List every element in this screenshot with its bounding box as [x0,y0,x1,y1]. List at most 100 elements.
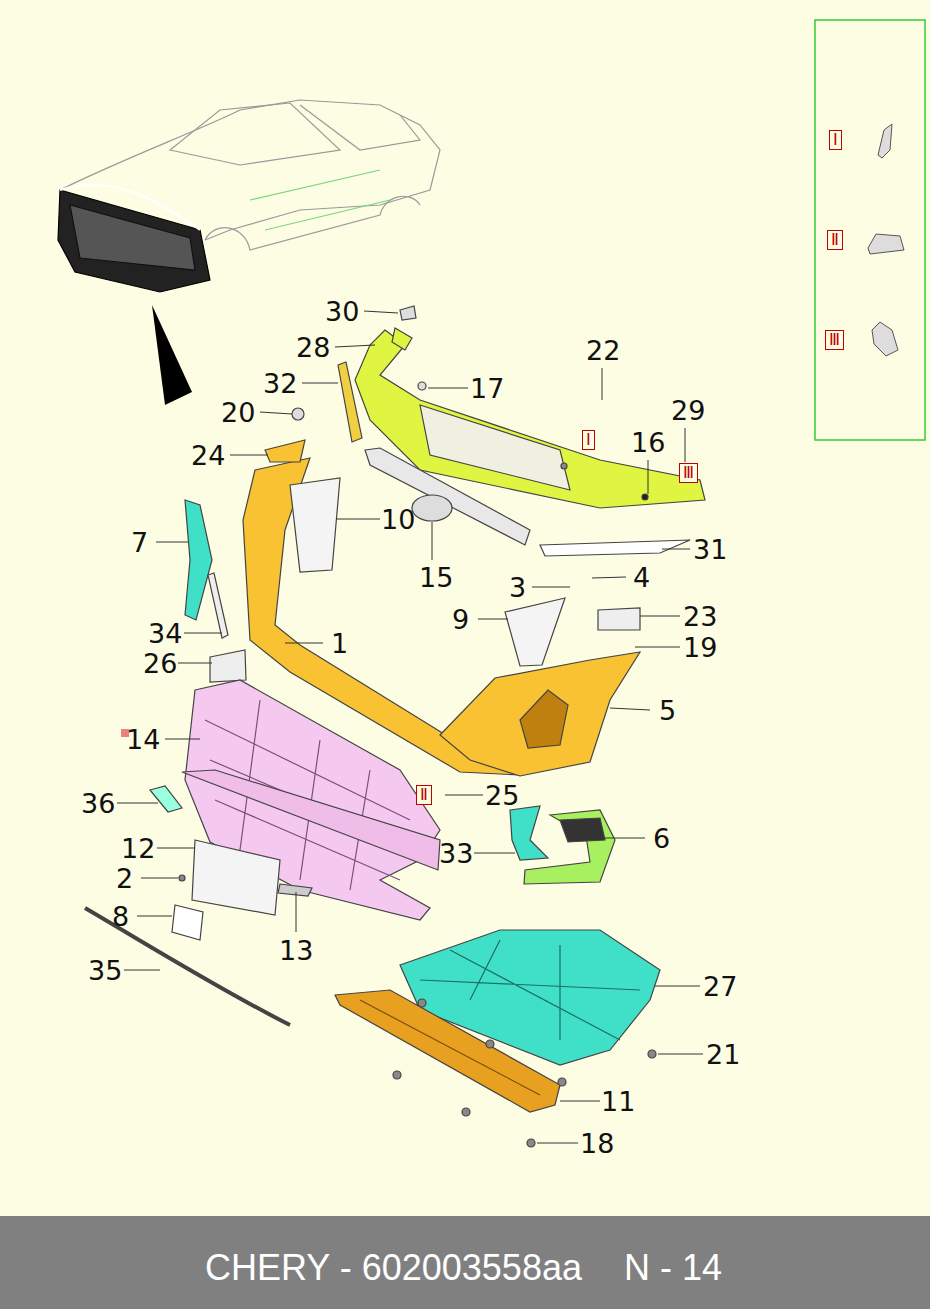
callout-number: 7 [131,529,148,556]
drawing-stroke [205,196,420,250]
drawing-stroke [561,463,567,469]
callout-number: 20 [221,399,255,426]
legend-panel [815,20,925,440]
drawing-stroke [292,408,304,420]
drawing-stroke [418,382,426,390]
drawing-stroke [510,806,548,860]
roman-tag-box: Ⅰ [582,430,595,450]
callout-number: 11 [601,1088,635,1115]
drawing-stroke [338,362,362,442]
drawing-stroke [392,328,412,350]
callout-number: 32 [263,370,297,397]
drawing-stroke [598,608,640,630]
drawing-stroke [250,170,380,200]
drawing-stroke [210,650,246,682]
callout-number: 24 [191,442,225,469]
footer-text: CHERY - 602003558aa [205,1250,582,1286]
roman-tag-box: Ⅱ [827,230,843,250]
drawing-stroke [300,105,420,150]
roman-numeral: Ⅲ [683,463,694,482]
drawing-stroke [335,990,560,1112]
drawing-stroke [208,573,228,638]
callout-number: 28 [296,334,330,361]
callout-number: 1 [331,630,348,657]
drawing-stroke [872,322,898,356]
callout-number: 13 [279,937,313,964]
drawing-stroke [58,190,210,292]
callout-number: 29 [671,397,705,424]
footer-text: N - 14 [624,1250,722,1286]
callout-number: 12 [121,835,155,862]
drawing-stroke [462,1108,470,1116]
callout-number: 9 [452,606,469,633]
drawing-stroke [540,540,690,556]
leader-lines [117,311,703,1143]
callout-number: 30 [325,298,359,325]
drawing-stroke [642,494,648,500]
callout-number: 2 [116,865,133,892]
roman-tag-box: Ⅲ [825,330,844,350]
drawing-stroke [400,306,416,320]
roman-tag-box: Ⅰ [829,130,842,150]
callout-number: 10 [381,506,415,533]
callout-number: 34 [148,620,182,647]
callout-number: 26 [143,650,177,677]
callout-number: 18 [580,1130,614,1157]
drawing-stroke [815,20,925,440]
callout-number: 5 [659,697,676,724]
callout-number: 33 [439,840,473,867]
drawing-stroke [505,598,565,666]
roman-numeral: Ⅱ [420,785,428,804]
drawing-stroke [290,478,340,572]
callout-number: 23 [683,603,717,630]
callout-number: 25 [485,782,519,809]
drawing-stroke [520,690,568,748]
drawing-stroke [365,448,530,545]
drawing-stroke [648,1050,656,1058]
callout-number: 36 [81,790,115,817]
callout-number: 16 [631,429,665,456]
drawing-stroke [192,840,280,915]
callout-number: 21 [706,1041,740,1068]
drawing-stroke [60,185,200,230]
drawing-stroke [558,1078,566,1086]
callout-number: 22 [586,337,620,364]
parts [85,306,705,1147]
drawing-stroke [486,1040,494,1048]
callout-number: 17 [470,375,504,402]
car-sketch [58,100,440,292]
footer-band: CHERY - 602003558aa N - 14 [0,1216,930,1309]
drawing-stroke [868,234,904,254]
drawing-stroke [418,999,426,1007]
drawing-stroke [179,875,185,881]
drawing-stroke [527,1139,535,1147]
callout-number: 4 [633,564,650,591]
drawing-stroke [878,124,892,158]
roman-numeral: Ⅱ [831,230,839,249]
callout-number: 8 [112,903,129,930]
drawing-stroke [172,905,203,940]
drawing-stroke [393,1071,401,1079]
callout-number: 6 [653,825,670,852]
drawing-stroke [440,652,640,776]
drawing-stroke [265,200,390,230]
drawing-stroke [412,495,452,521]
drawing-stroke [524,810,615,884]
callout-number: 15 [419,564,453,591]
drawing-stroke [265,440,305,462]
drawing-stroke [420,405,570,490]
callout-number: 3 [509,574,526,601]
callout-number: 35 [88,957,122,984]
roman-tag-box: Ⅲ [679,463,698,483]
drawing-stroke [360,1000,540,1095]
roman-numeral: Ⅰ [833,130,838,149]
roman-numeral: Ⅰ [586,430,591,449]
roman-tag-box: Ⅱ [416,785,432,805]
roman-numeral: Ⅲ [829,330,840,349]
drawing-stroke [185,500,212,620]
drawing-stroke [560,818,605,842]
view-pointer [152,305,192,405]
callout-number: 27 [703,973,737,1000]
callout-number: 31 [693,536,727,563]
